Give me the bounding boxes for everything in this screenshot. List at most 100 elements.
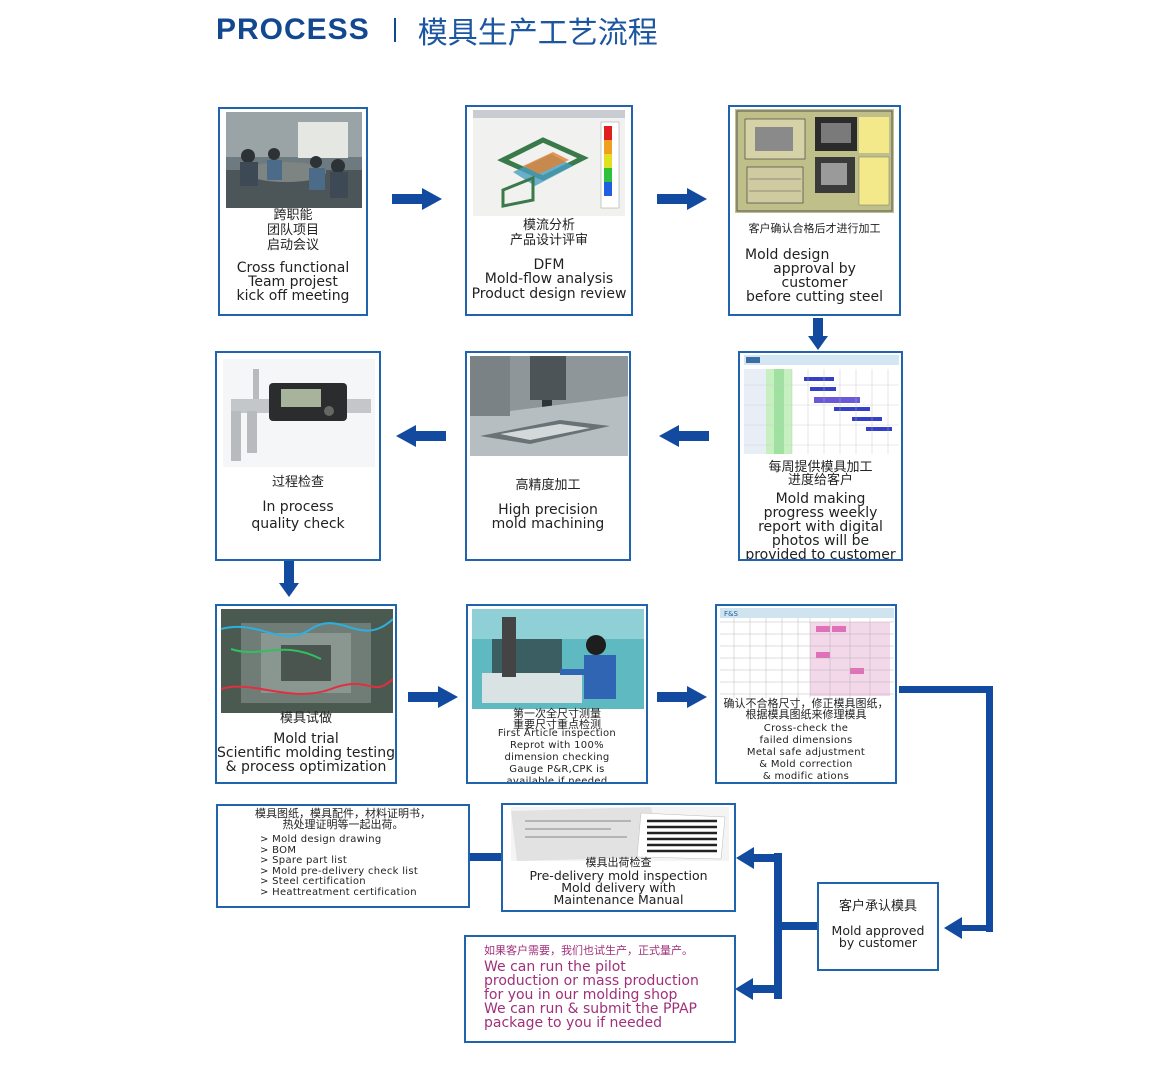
kickoff-cn-2: 团队项目 (266, 222, 319, 238)
step-documents: 模具图纸，模具配件，材料证明书， 热处理证明等一起出荷。 > Mold desi… (216, 804, 470, 908)
crosscheck-en-5: & modific ations (762, 771, 850, 782)
step-predelivery: 模具出荷检查 Pre-delivery mold inspection Mold… (501, 803, 736, 912)
documents-item-2: > BOM (260, 844, 297, 856)
inspection-en-3: dimension checking (504, 752, 610, 763)
approval-en-2: approval by (773, 261, 856, 277)
step-approved: 客户承认模具 Mold approved by customer (817, 882, 939, 971)
arrow-left-1 (396, 425, 446, 447)
sheet-logo: F&S (724, 610, 738, 618)
approval-en-3: customer (781, 275, 848, 291)
approved-cn-1: 客户承认模具 (838, 899, 917, 914)
step-kickoff: 跨职能 团队项目 启动会议 Cross functional Team proj… (218, 107, 368, 316)
arrow-right-3 (408, 686, 458, 708)
documents-item-3: > Spare part list (260, 855, 348, 867)
approved-en-1: Mold approved (831, 923, 925, 938)
weekly-cn-2: 进度给客户 (787, 473, 853, 488)
predelivery-en-3: Maintenance Manual (553, 891, 684, 907)
arrow-left-2 (659, 425, 709, 447)
documents-item-1: > Mold design drawing (260, 834, 382, 845)
mold-flow-photo (473, 110, 625, 216)
weekly-en-4: photos will be (771, 533, 870, 549)
kickoff-en-1: Cross functional (236, 260, 350, 276)
approved-en-2: by customer (838, 934, 918, 950)
pilot-en-4: We can run & submit the PPAP (484, 1001, 697, 1017)
pilot-en-1: We can run the pilot (484, 959, 626, 975)
connector-crosscheck-v (986, 686, 993, 932)
pilot-en-5: package to you if needed (484, 1015, 662, 1031)
quality-en-1: In process (262, 499, 334, 515)
inspection-en-5: available if needed (506, 776, 608, 784)
arrow-right-4 (657, 686, 707, 708)
approval-en-4: before cutting steel (745, 289, 884, 305)
arrow-down-1 (808, 318, 828, 350)
kickoff-cn-1: 跨职能 (273, 208, 313, 223)
step-inspection: 第一次全尺寸测量 重要尺寸重点检测 First Article inspecti… (466, 604, 648, 784)
step-weekly-report: 每周提供模具加工 进度给客户 Mold making progress week… (738, 351, 903, 561)
arrow-to-pilot (735, 978, 781, 1000)
approval-en-1: Mold design (745, 247, 830, 263)
predelivery-en-1: Pre-delivery mold inspection (529, 868, 708, 883)
step-dfm: 模流分析 产品设计评审 DFM Mold-flow analysis Produ… (465, 105, 633, 316)
title-separator (393, 18, 396, 42)
documents-item-6: > Heattreatment certification (260, 886, 417, 898)
connector-approved-v (774, 853, 782, 999)
title-cn: 模具生产工艺流程 (417, 16, 658, 51)
inspection-en-4: Gauge P&R,CPK is (509, 764, 605, 775)
weekly-en-3: report with digital (758, 519, 883, 535)
weekly-en-1: Mold making (775, 491, 866, 507)
weekly-en-5: provided to customer (745, 547, 896, 561)
crosscheck-en-4: & Mold correction (759, 759, 853, 770)
step-cross-check: F&S 确认不合格尺寸，修正模具图纸， 根据模具图纸来修理模具 Cross-ch… (715, 604, 897, 784)
dfm-cn-1: 模流分析 (522, 218, 575, 233)
title-en: PROCESS (216, 13, 370, 46)
manual-photo (511, 807, 729, 861)
kickoff-en-2: Team projest (248, 274, 338, 290)
dfm-cn-2: 产品设计评审 (509, 232, 588, 248)
quality-cn-1: 过程检查 (271, 475, 324, 490)
trial-cn-1: 模具试做 (279, 711, 332, 726)
dfm-en-1: DFM (533, 257, 565, 273)
quality-en-2: quality check (251, 515, 345, 532)
connector-docs-predelivery (470, 853, 501, 861)
trial-en-3: & process optimization (225, 759, 387, 775)
inspection-cn-1: 第一次全尺寸测量 (513, 707, 601, 720)
crosscheck-cn-1: 确认不合格尺寸，修正模具图纸， (723, 697, 889, 710)
crosscheck-cn-2: 根据模具图纸来修理模具 (745, 708, 867, 721)
machining-en-1: High precision (498, 502, 598, 518)
check-sheet-photo: F&S (720, 608, 894, 698)
predelivery-en-2: Mold delivery with (561, 879, 676, 895)
documents-item-5: > Steel certification (260, 876, 366, 888)
step-machining: 高精度加工 High precision mold machining (465, 351, 631, 561)
dfm-en-2: Mold-flow analysis (484, 271, 614, 288)
kickoff-en-3: kick off meeting (236, 288, 350, 304)
trial-en-2: Scientific molding testing (217, 745, 395, 761)
dfm-en-3: Product design review (471, 285, 627, 302)
pilot-en-3: for you in our molding shop (484, 987, 678, 1003)
connector-approved-h (781, 922, 817, 930)
crosscheck-en-2: failed dimensions (759, 735, 853, 746)
arrow-right-1 (392, 188, 442, 210)
arrow-to-predelivery (736, 847, 782, 869)
arrow-right-2 (657, 188, 707, 210)
crosscheck-en-1: Cross-check the (763, 723, 849, 734)
cnc-machining-photo (470, 356, 628, 456)
mold-trial-photo (221, 609, 393, 713)
step-approval: 客户确认合格后才进行加工 Mold design approval by cus… (728, 105, 901, 316)
approval-cn-1: 客户确认合格后才进行加工 (748, 222, 881, 235)
machining-en-2: mold machining (491, 516, 605, 532)
gantt-chart-photo (744, 355, 899, 454)
documents-item-4: > Mold pre-delivery check list (260, 865, 419, 877)
documents-cn-2: 热处理证明等一起出荷。 (282, 818, 404, 831)
trial-en-1: Mold trial (273, 731, 339, 747)
predelivery-cn-1: 模具出荷检查 (585, 856, 652, 869)
pilot-cn: 如果客户需要，我们也试生产，正式量产。 (484, 944, 693, 957)
inspection-cn-2: 重要尺寸重点检测 (513, 718, 601, 731)
arrow-down-2 (279, 561, 299, 597)
arrow-to-approved (944, 917, 993, 939)
step-quality-check: 过程检查 In process quality check (215, 351, 381, 561)
page-title: PROCESS 模具生产工艺流程 (216, 8, 658, 51)
pilot-production-note: 如果客户需要，我们也试生产，正式量产。 We can run the pilot… (464, 935, 736, 1043)
cad-drawing-photo (735, 109, 894, 213)
crosscheck-en-3: Metal safe adjustment (746, 747, 866, 758)
pilot-en-2: production or mass production (484, 973, 699, 989)
